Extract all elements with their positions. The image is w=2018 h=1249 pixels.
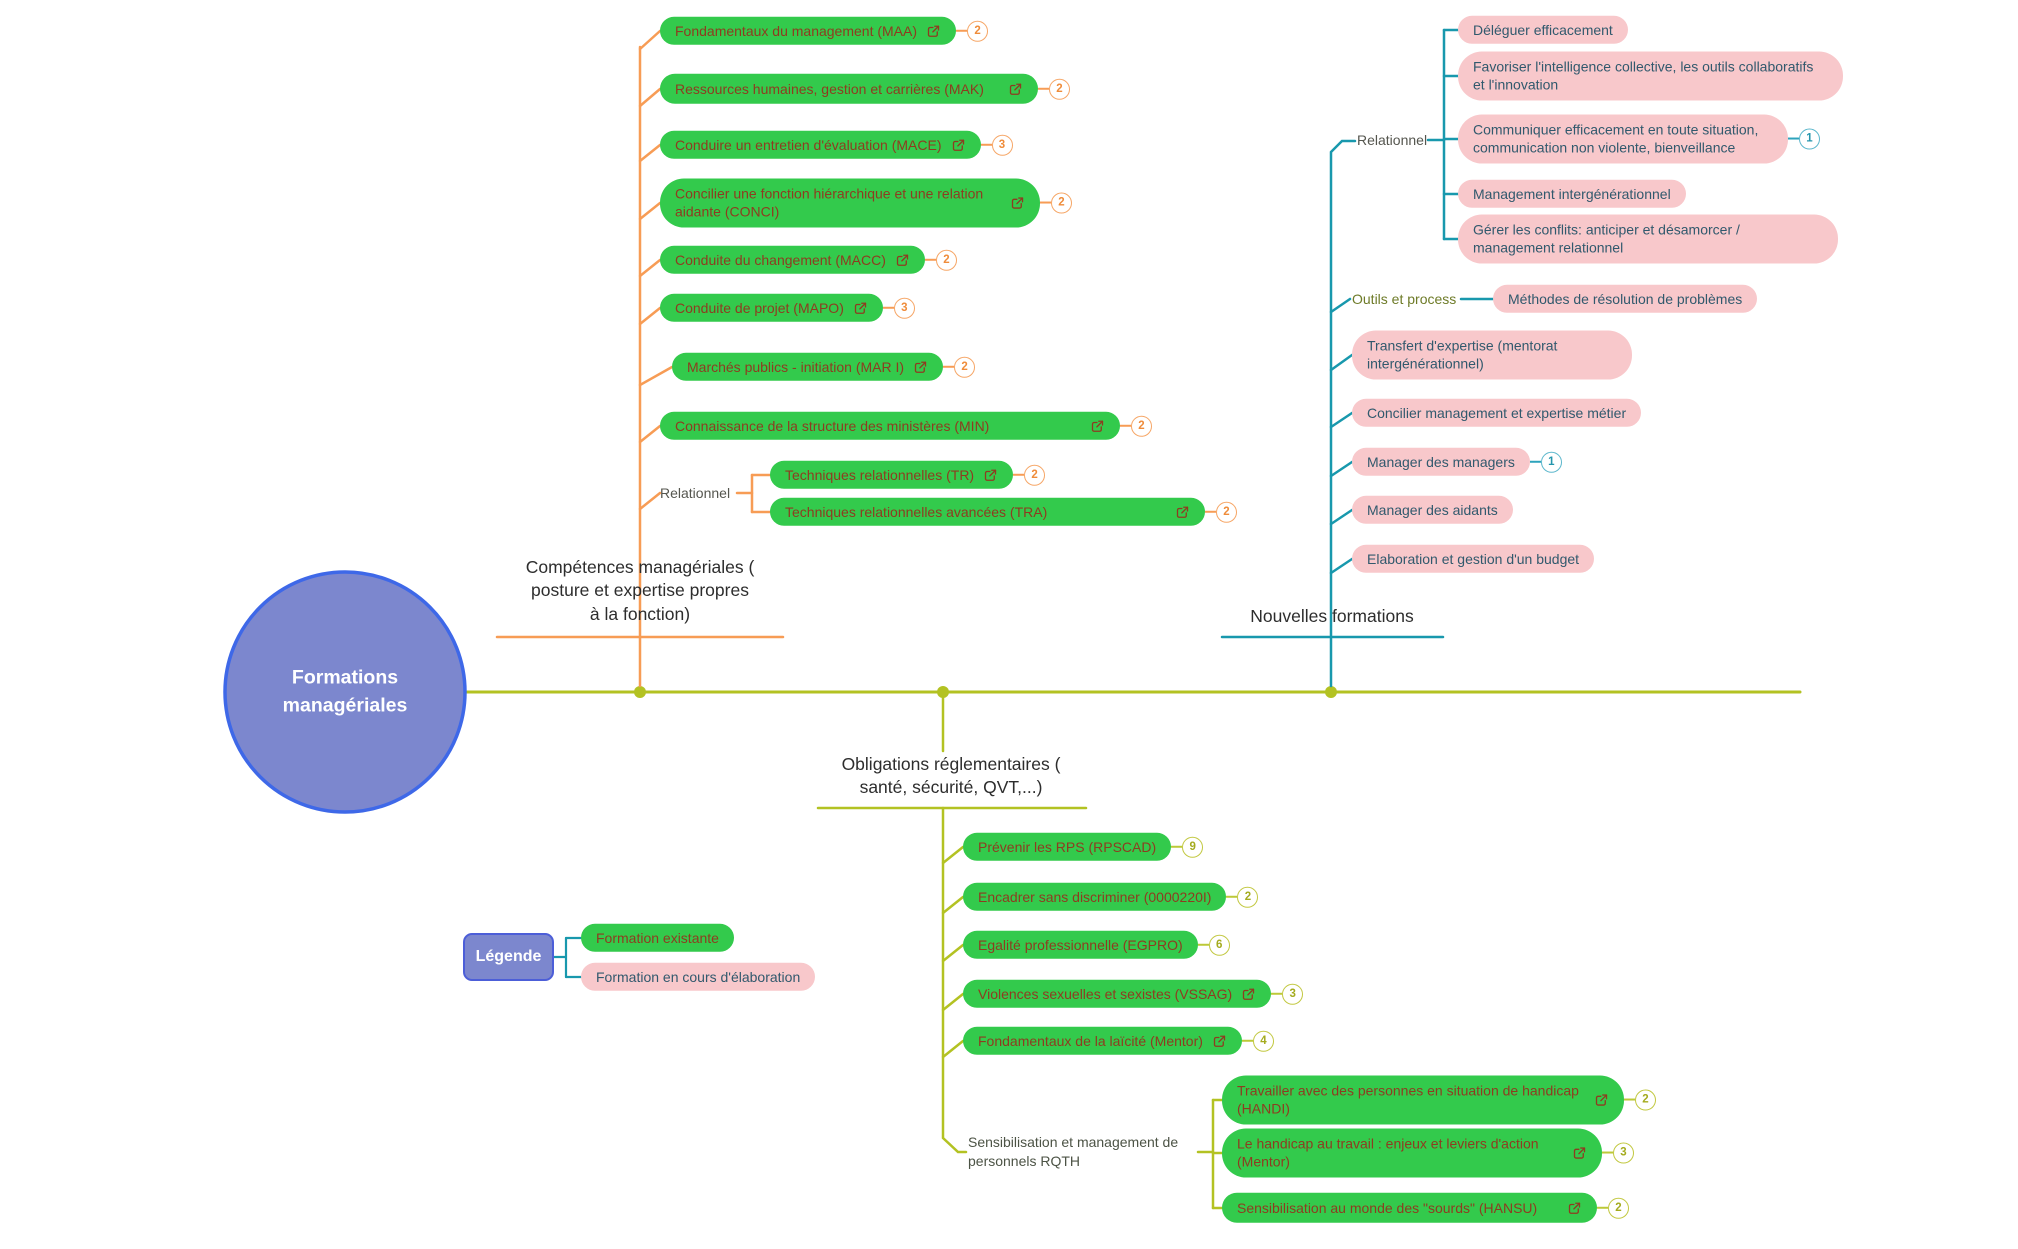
node-min[interactable]: Connaissance de la structure des ministè… (660, 411, 1152, 441)
node-vssag[interactable]: Violences sexuelles et sexistes (VSSAG) … (963, 979, 1304, 1009)
root-node[interactable]: Formations managériales (282, 666, 408, 717)
node-manager-aidants[interactable]: Manager des aidants (1352, 495, 1513, 525)
label-outils-process[interactable]: Outils et process (1352, 291, 1457, 307)
node-manager-managers[interactable]: Manager des managers 1 (1352, 447, 1562, 477)
branch-lines-obligations (816, 696, 1224, 1210)
node-handicap-mentor[interactable]: Le handicap au travail : enjeux et levie… (1222, 1128, 1634, 1178)
node-encadrer[interactable]: Encadrer sans discriminer (0000220I) 2 (963, 882, 1259, 912)
node-hansu[interactable]: Sensibilisation au monde des "sourds" (H… (1222, 1192, 1629, 1224)
node-conflits[interactable]: Gérer les conflits: anticiper et désamor… (1458, 214, 1838, 264)
external-link-icon[interactable] (895, 253, 910, 268)
node-handi[interactable]: Travailler avec des personnes en situati… (1222, 1075, 1656, 1125)
node-rps[interactable]: Prévenir les RPS (RPSCAD) 9 (963, 832, 1204, 862)
external-link-icon[interactable] (853, 301, 868, 316)
branch-title-obligations[interactable]: Obligations réglementaires ( santé, sécu… (841, 754, 1061, 798)
node-intergen[interactable]: Management intergénérationnel (1458, 179, 1686, 209)
node-mapo[interactable]: Conduite de projet (MAPO) 3 (660, 293, 915, 323)
count-badge: 1 (1799, 128, 1820, 150)
node-favoriser[interactable]: Favoriser l'intelligence collective, les… (1458, 51, 1843, 101)
node-egalite[interactable]: Egalité professionnelle (EGPRO) 6 (963, 930, 1230, 960)
node-mak[interactable]: Ressources humaines, gestion et carrière… (660, 73, 1070, 105)
external-link-icon[interactable] (1090, 419, 1105, 434)
external-link-icon[interactable] (983, 468, 998, 483)
branch-junction-dots (634, 686, 1337, 698)
external-link-icon[interactable] (1008, 82, 1023, 97)
node-concilier-mgmt[interactable]: Concilier management et expertise métier (1352, 398, 1642, 428)
count-badge: 2 (967, 20, 989, 42)
count-badge: 2 (1237, 886, 1259, 908)
node-conci[interactable]: Concilier une fonction hiérarchique et u… (660, 178, 1072, 228)
external-link-icon[interactable] (1594, 1093, 1609, 1108)
node-maa[interactable]: Fondamentaux du management (MAA) 2 (660, 16, 989, 46)
count-badge: 3 (893, 297, 915, 319)
count-badge: 2 (1131, 415, 1152, 437)
legend-item-draft: Formation en cours d'élaboration (581, 962, 816, 992)
external-link-icon[interactable] (1010, 196, 1025, 211)
legend-item-existing: Formation existante (581, 923, 734, 953)
count-badge: 3 (1282, 983, 1304, 1005)
count-badge: 6 (1208, 934, 1230, 956)
external-link-icon[interactable] (913, 360, 928, 375)
count-badge: 9 (1182, 836, 1204, 858)
count-badge: 2 (1635, 1089, 1656, 1111)
node-deleguer[interactable]: Déléguer efficacement (1458, 15, 1628, 45)
external-link-icon[interactable] (951, 138, 966, 153)
legend-bracket-lines (552, 936, 583, 979)
node-mace[interactable]: Conduire un entretien d'évaluation (MACE… (660, 130, 1013, 160)
count-badge: 2 (1024, 464, 1046, 486)
external-link-icon[interactable] (926, 24, 941, 39)
count-badge: 3 (991, 134, 1013, 156)
external-link-icon[interactable] (1572, 1146, 1587, 1161)
count-badge: 2 (1216, 501, 1237, 523)
branch-title-nouvelles[interactable]: Nouvelles formations (1250, 606, 1414, 626)
count-badge: 2 (1051, 192, 1072, 214)
count-badge: 2 (935, 249, 957, 271)
node-tr[interactable]: Techniques relationnelles (TR) 2 (770, 460, 1046, 490)
count-badge: 1 (1540, 451, 1562, 473)
node-transfert[interactable]: Transfert d'expertise (mentorat intergén… (1352, 330, 1632, 380)
node-methodes[interactable]: Méthodes de résolution de problèmes (1493, 284, 1758, 314)
count-badge: 4 (1252, 1030, 1274, 1052)
node-communiquer[interactable]: Communiquer efficacement en toute situat… (1458, 114, 1820, 164)
count-badge: 2 (1608, 1197, 1629, 1219)
node-budget[interactable]: Elaboration et gestion d'un budget (1352, 544, 1595, 574)
external-link-icon[interactable] (1241, 987, 1256, 1002)
count-badge: 3 (1613, 1142, 1634, 1164)
count-badge: 2 (954, 356, 976, 378)
legend-title[interactable]: Légende (463, 933, 554, 981)
root-circle (223, 570, 467, 814)
node-macc[interactable]: Conduite du changement (MACC) 2 (660, 245, 957, 275)
external-link-icon[interactable] (1567, 1201, 1582, 1216)
branch-lines-nouvelles (1220, 28, 1495, 688)
label-rqth[interactable]: Sensibilisation et management de personn… (968, 1134, 1179, 1169)
external-link-icon[interactable] (1212, 1034, 1227, 1049)
external-link-icon[interactable] (1175, 505, 1190, 520)
count-badge: 2 (1049, 78, 1070, 100)
node-tra[interactable]: Techniques relationnelles avancées (TRA)… (770, 497, 1237, 527)
node-laicite[interactable]: Fondamentaux de la laïcité (Mentor) 4 (963, 1026, 1274, 1056)
node-mar[interactable]: Marchés publics - initiation (MAR I) 2 (672, 352, 976, 382)
branch-lines-competences (495, 29, 785, 688)
branch-title-competences[interactable]: Compétences managériales ( posture et ex… (525, 557, 755, 624)
label-relationnel-right[interactable]: Relationnel (1357, 132, 1428, 148)
label-relationnel-left[interactable]: Relationnel (660, 485, 731, 501)
